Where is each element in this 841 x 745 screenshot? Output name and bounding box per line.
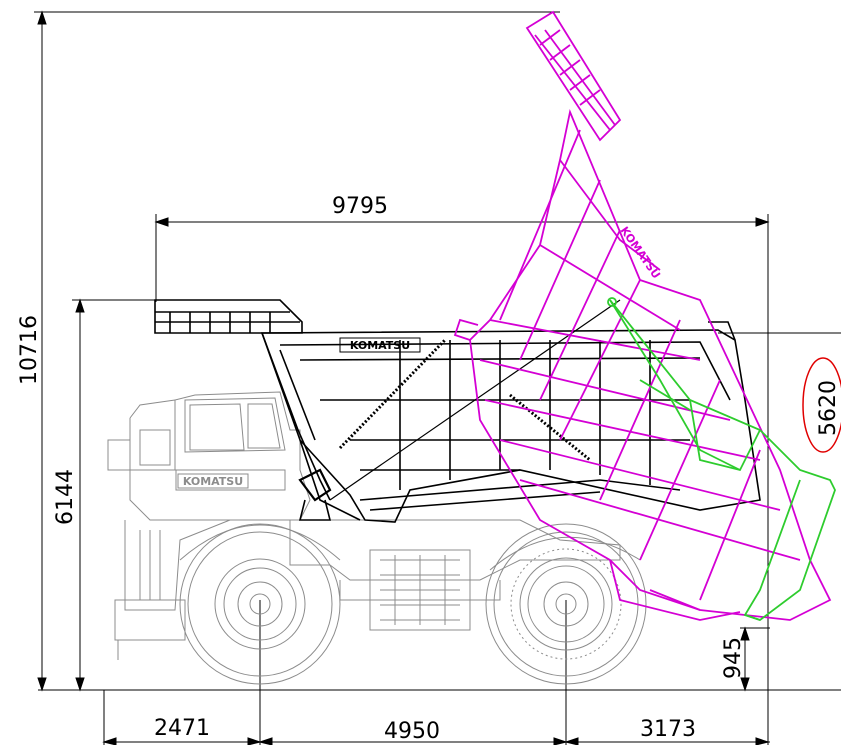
dim-overall-height: 10716: [17, 315, 42, 385]
raised-body-logo-text: KOMATSU: [618, 224, 663, 281]
hoist-cable: [338, 338, 591, 462]
dimension-lines: [34, 10, 841, 745]
dim-loaded-height: 6144: [53, 469, 78, 525]
body-logo-text: KOMATSU: [350, 339, 410, 352]
dim-rear-clearance: 945: [721, 637, 746, 679]
lowered-dump-body: [154, 299, 761, 523]
raised-dump-body: [453, 10, 832, 621]
dim-body-length: 9795: [332, 194, 388, 219]
cab-logo-plate: [177, 473, 249, 489]
tailgate: [607, 297, 836, 622]
dim-rear-overhang: 3173: [640, 717, 696, 742]
front-wheel: [179, 523, 341, 685]
highlight-circle: [802, 357, 841, 453]
dim-dump-clearance: 5620: [816, 380, 841, 436]
truck-chassis: [107, 391, 641, 660]
dim-wheelbase: 4950: [384, 719, 440, 744]
dim-front-overhang: 2471: [154, 716, 210, 741]
cab-logo-text: KOMATSU: [183, 475, 243, 488]
body-logo-plate: [339, 337, 421, 353]
